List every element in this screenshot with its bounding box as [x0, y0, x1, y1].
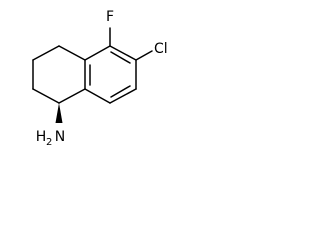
chlorine-label: Cl [154, 41, 168, 57]
bond-c4-c3 [32, 45, 60, 61]
double-bond-c7-c8 [110, 85, 131, 98]
amine-nitrogen: N [55, 129, 65, 145]
bond-c4a-c4 [58, 45, 86, 61]
saturated-ring [32, 45, 86, 104]
bond-c8-c8a [84, 88, 111, 104]
amine-hydrogen: H [36, 129, 47, 145]
bond-c4a-c5 [84, 45, 111, 61]
bond-c6-cl [135, 50, 153, 61]
chemical-structure: F Cl N H 2 [32, 9, 168, 148]
amine-hydrogen-count: 2 [46, 137, 52, 148]
bond-c7-c8 [109, 88, 137, 104]
substituent-bonds [55, 27, 153, 123]
double-bond-c5-c6 [110, 51, 131, 64]
bond-c2-c1 [32, 88, 60, 104]
wedge-bond-c1-n [55, 103, 63, 123]
bond-c1-c8a [58, 88, 86, 104]
amine-label: N H 2 [36, 129, 66, 148]
aromatic-ring [84, 45, 137, 104]
bond-c5-c6 [109, 45, 137, 61]
fluorine-label: F [106, 9, 114, 25]
